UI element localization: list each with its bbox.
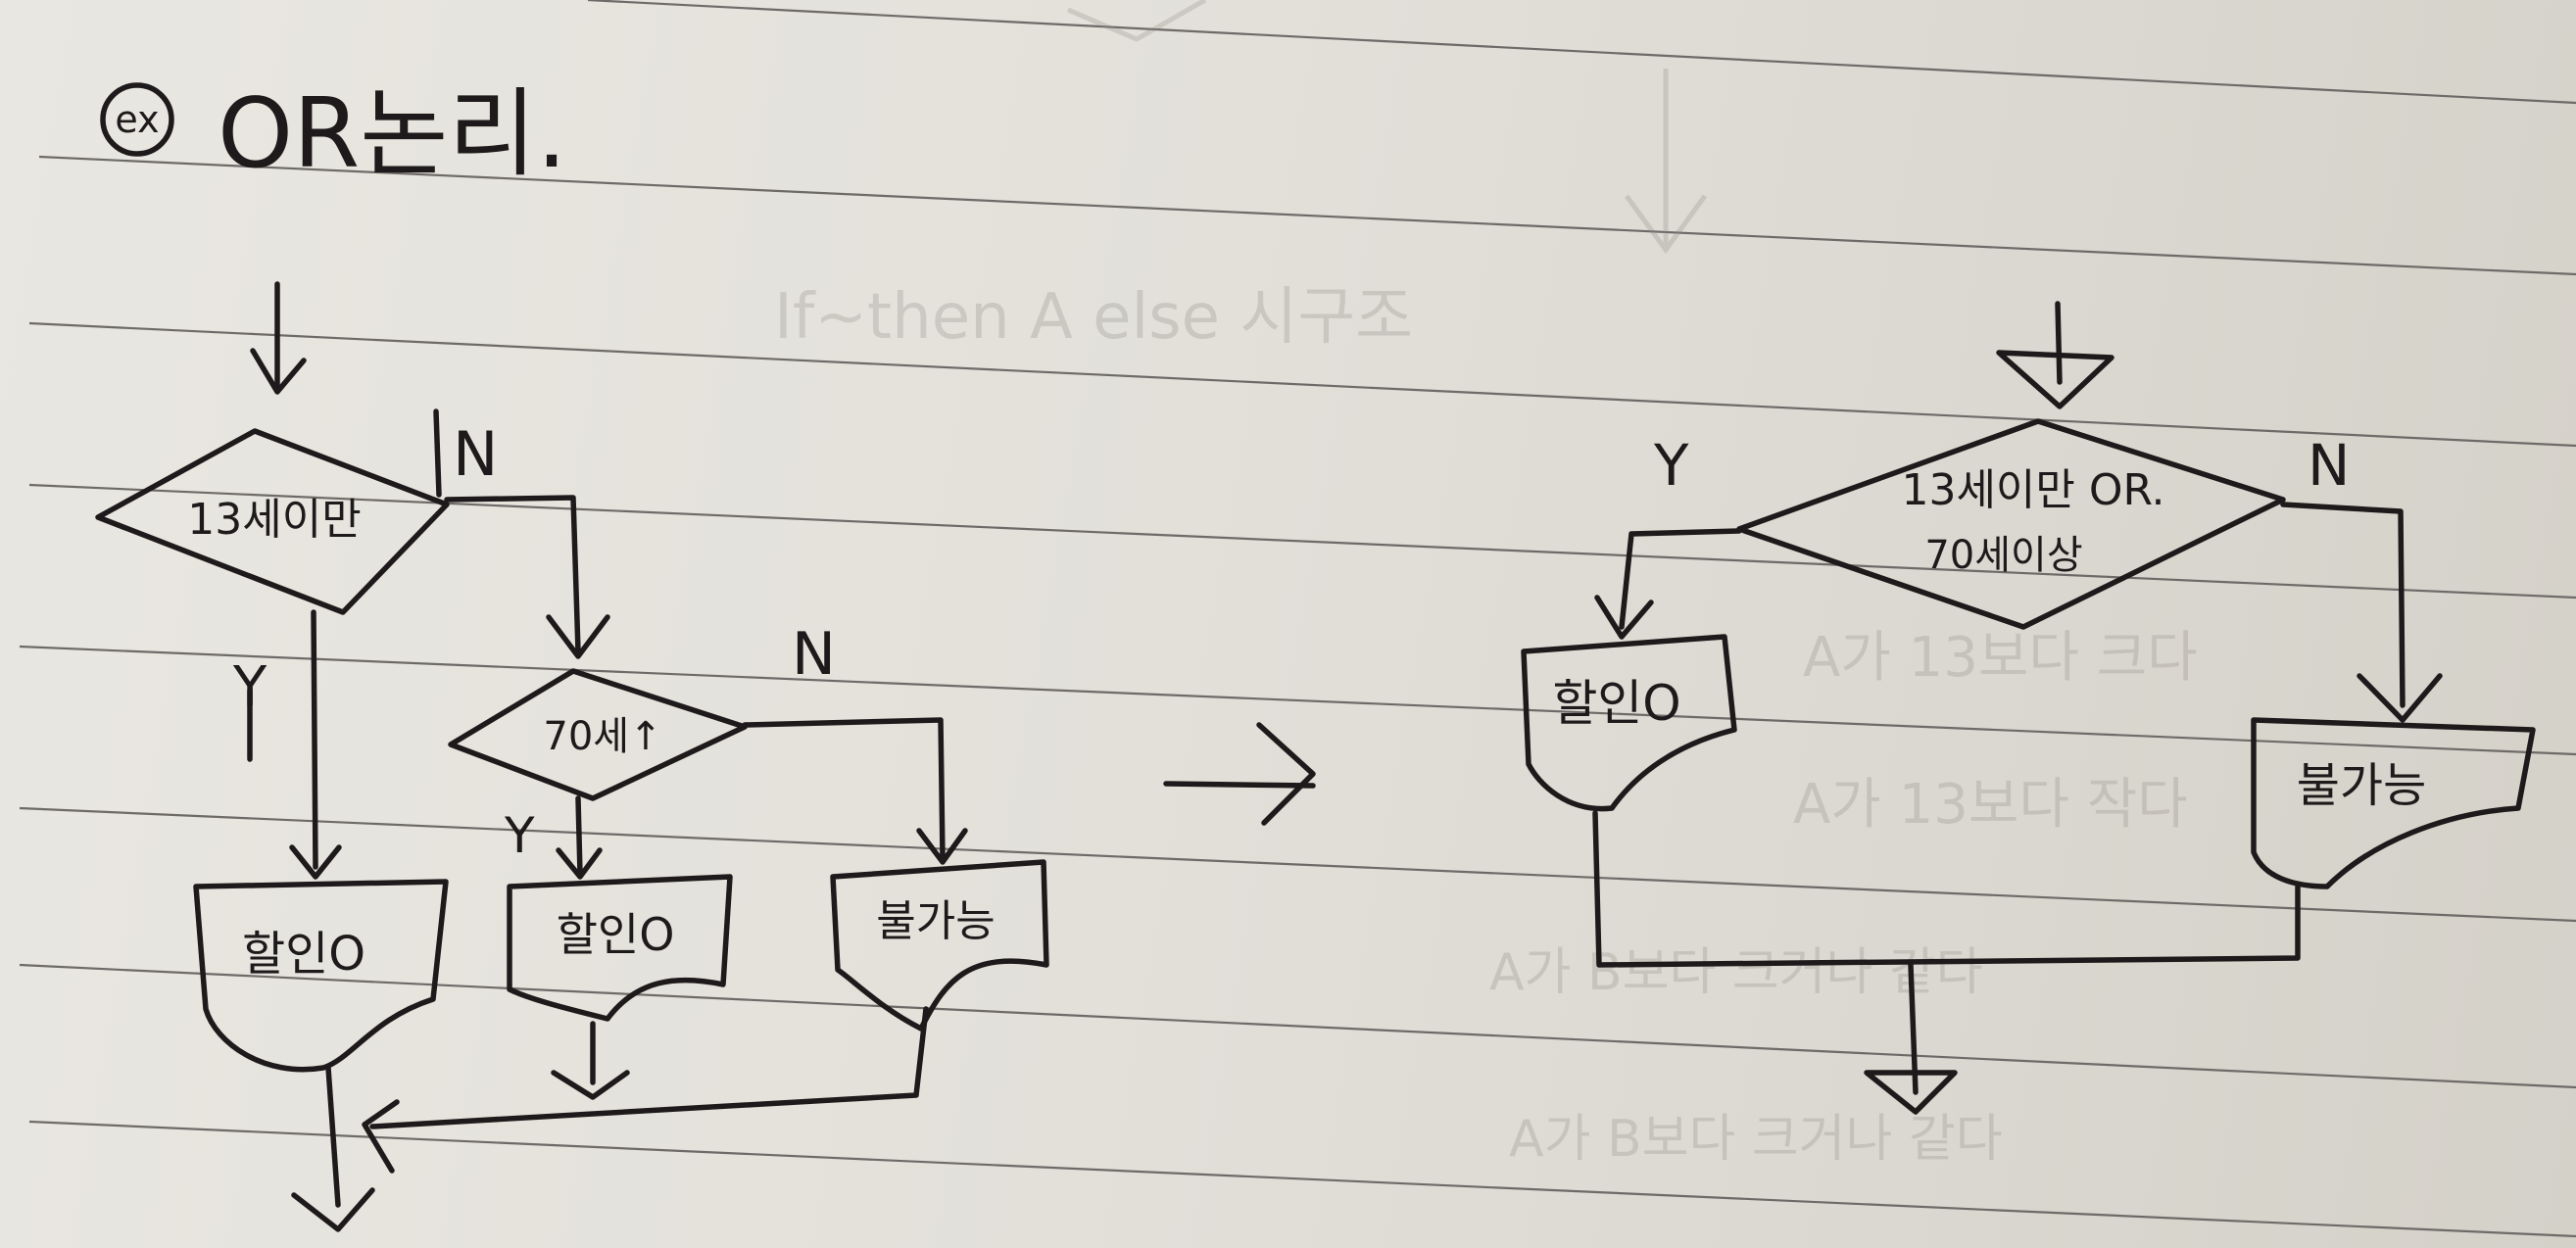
left-decision-1-label: 13세이만 (187, 495, 361, 545)
right-start-arrowhead (1996, 350, 2114, 409)
left-merge-arrowhead (362, 1099, 400, 1174)
ghost-text-5: A가 B보다 크거나 같다 (1509, 1110, 2003, 1169)
ghost-text-3: A가 13보다 작다 (1793, 773, 2188, 837)
left-no-branch-arrowhead (546, 614, 610, 659)
right-no-arrowhead (2357, 673, 2443, 723)
left-decision-2-no-label: N (792, 620, 836, 689)
example-marker-label: ex (115, 98, 159, 141)
ghost-text-1: If~then A else 시구조 (774, 281, 1413, 354)
example-circle-marker (100, 82, 174, 157)
right-output-yes-shape (1521, 634, 1737, 812)
right-merge-line (1592, 810, 2301, 968)
left-start-arrowhead (250, 348, 307, 395)
left-decision-2-label: 70세↑ (543, 714, 661, 759)
right-no-line (2280, 502, 2406, 708)
left-no-branch-line (444, 495, 581, 654)
left-output-3-label: 불가능 (876, 896, 995, 946)
right-decision-no-label: N (2308, 432, 2350, 499)
right-output-yes-label: 할인O (1552, 675, 1680, 732)
right-yes-arrowhead (1594, 595, 1654, 640)
right-decision-label-1: 13세이만 OR. (1901, 465, 2164, 515)
bleed-through-text: If~then A else 시구조 A가 13보다 크다 A가 13보다 작다… (774, 0, 2198, 1169)
right-decision-diamond (1736, 418, 2286, 630)
left-output-2-shape (507, 874, 733, 1022)
left-yes-branch-arrowhead (289, 844, 342, 880)
ghost-text-2: A가 13보다 크다 (1803, 626, 2198, 690)
left-yes-branch-line (311, 609, 318, 870)
left-merge-line (369, 1006, 929, 1129)
transform-arrow (1163, 722, 1316, 826)
left-decision-2-yes-line (575, 795, 583, 877)
right-yes-line (1619, 528, 1742, 630)
ghost-text-4: A가 B보다 크거나 같다 (1489, 943, 1983, 1002)
left-decision-2-no-arrowhead (916, 828, 968, 865)
title-text: OR논리. (218, 78, 567, 190)
left-output-1-label: 할인O (242, 927, 365, 982)
right-output-no-shape (2251, 717, 2536, 889)
ruled-lines (19, 0, 2576, 1238)
left-end-arrowhead (291, 1187, 375, 1232)
right-output-no-label: 불가능 (2297, 758, 2426, 813)
left-decision-2-yes-label: Y (504, 807, 535, 864)
title: ex OR논리. (100, 78, 567, 190)
left-output-1-shape (193, 879, 449, 1073)
left-end-line (325, 1065, 341, 1208)
right-end-arrowhead (1864, 1070, 1958, 1115)
right-flowchart: 13세이만 OR. 70세이상 Y N 할인O 불가능 (1521, 301, 2536, 1115)
right-start-line (2055, 301, 2063, 385)
left-output-2-label: 할인O (557, 908, 675, 961)
left-decision-2-no-line (742, 717, 946, 860)
left-n-tick (433, 408, 442, 498)
left-decision-1-diamond (95, 428, 450, 615)
right-decision-yes-label: Y (1653, 432, 1689, 499)
left-decision-2-diamond (448, 668, 748, 801)
right-decision-label-2: 70세이상 (1924, 533, 2082, 578)
left-output-2-arrowhead (551, 1070, 630, 1100)
left-decision-1-no-label: N (453, 418, 498, 490)
left-decision-2-yes-arrowhead (556, 847, 603, 880)
left-flowchart: 13세이만 N Y 70세↑ N Y 할인O 할인O 불가능 (95, 281, 1049, 1232)
